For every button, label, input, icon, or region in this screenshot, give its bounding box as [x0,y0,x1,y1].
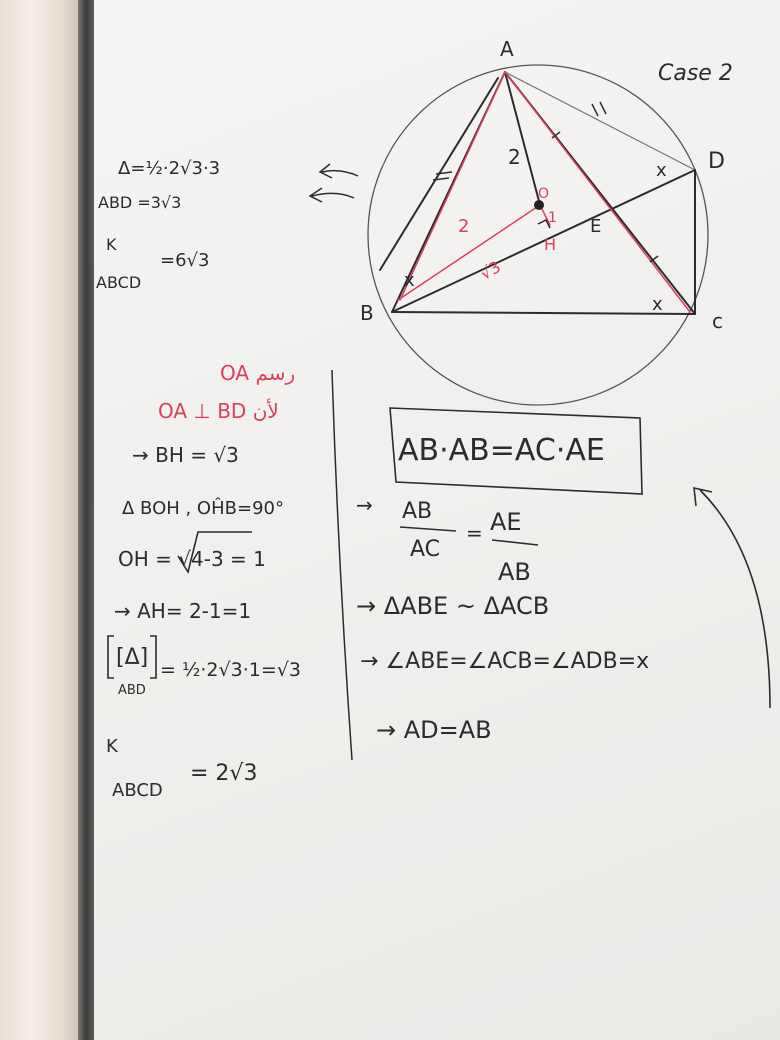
note-abcd-sub: ABCD [96,273,141,292]
label-AO: 2 [508,145,521,169]
red-note-draw-oa: OA رسم [220,361,295,385]
red-note-perp: OA ⊥ BD لأن [158,399,279,423]
note-area-formula: Δ=½·2√3·3 [118,158,220,179]
angle-x-B: x [404,270,415,291]
ratio-equals: = [466,521,483,545]
label-OH: 1 [548,210,557,226]
case-label: Case 2 [658,61,733,86]
board-edge [78,0,94,1040]
bracket-sign [107,635,157,679]
radical-sign [177,531,252,575]
ratio-num-left: AB [402,499,432,524]
proof-area-abd: = ½·2√3·1=√3 [160,659,301,681]
ratio-num-right: AE [490,508,522,536]
angle-x-D: x [656,160,667,181]
point-B: B [360,301,374,325]
ratio-den-right: AB [498,558,531,586]
proof-oh: OH = √4-3 = 1 [118,547,266,571]
point-D: D [708,149,725,174]
proof-k-value: = 2√3 [190,761,257,786]
proof-delta: [Δ] [116,645,148,670]
point-E: E [590,216,601,237]
identity-box [389,407,643,495]
proof-k-label: K [106,736,119,757]
tick-marks [432,101,659,263]
label-OB: 2 [458,216,469,237]
arrow-ratio: → [356,493,373,517]
right-angle-mark [537,218,551,229]
fraction-bars [399,526,539,546]
arrow-left-icon [308,163,359,203]
point-A: A [500,37,514,61]
proof-bh: → BH = √3 [132,443,239,467]
arrow-up-icon [693,486,771,709]
point-C: c [712,309,723,333]
note-abd-area: ABD =3√3 [98,193,181,212]
similar-triangles: → ΔABE ~ ΔACB [356,592,549,620]
proof-ah: → AH= 2-1=1 [114,599,251,623]
separator-line [331,369,353,761]
circumcircle [367,64,709,406]
identity-equation: AB·AB=AC·AE [398,433,605,468]
note-k-value: =6√3 [160,250,209,271]
point-O: O [538,186,549,202]
equal-angles: → ∠ABE=∠ACB=∠ADB=x [360,649,649,674]
ratio-den-left: AC [410,537,440,562]
center-point-O [534,200,544,210]
proof-abd-sub: ABD [118,683,146,698]
proof-abcd-sub: ABCD [112,780,163,801]
proof-triangle-boh: Δ BOH , OĤB=90° [122,497,284,519]
wall-frame [0,0,78,1040]
angle-x-C: x [652,294,663,315]
equal-sides: → AD=AB [376,716,492,744]
point-H: H [544,235,556,254]
note-k-label: K [106,235,117,254]
